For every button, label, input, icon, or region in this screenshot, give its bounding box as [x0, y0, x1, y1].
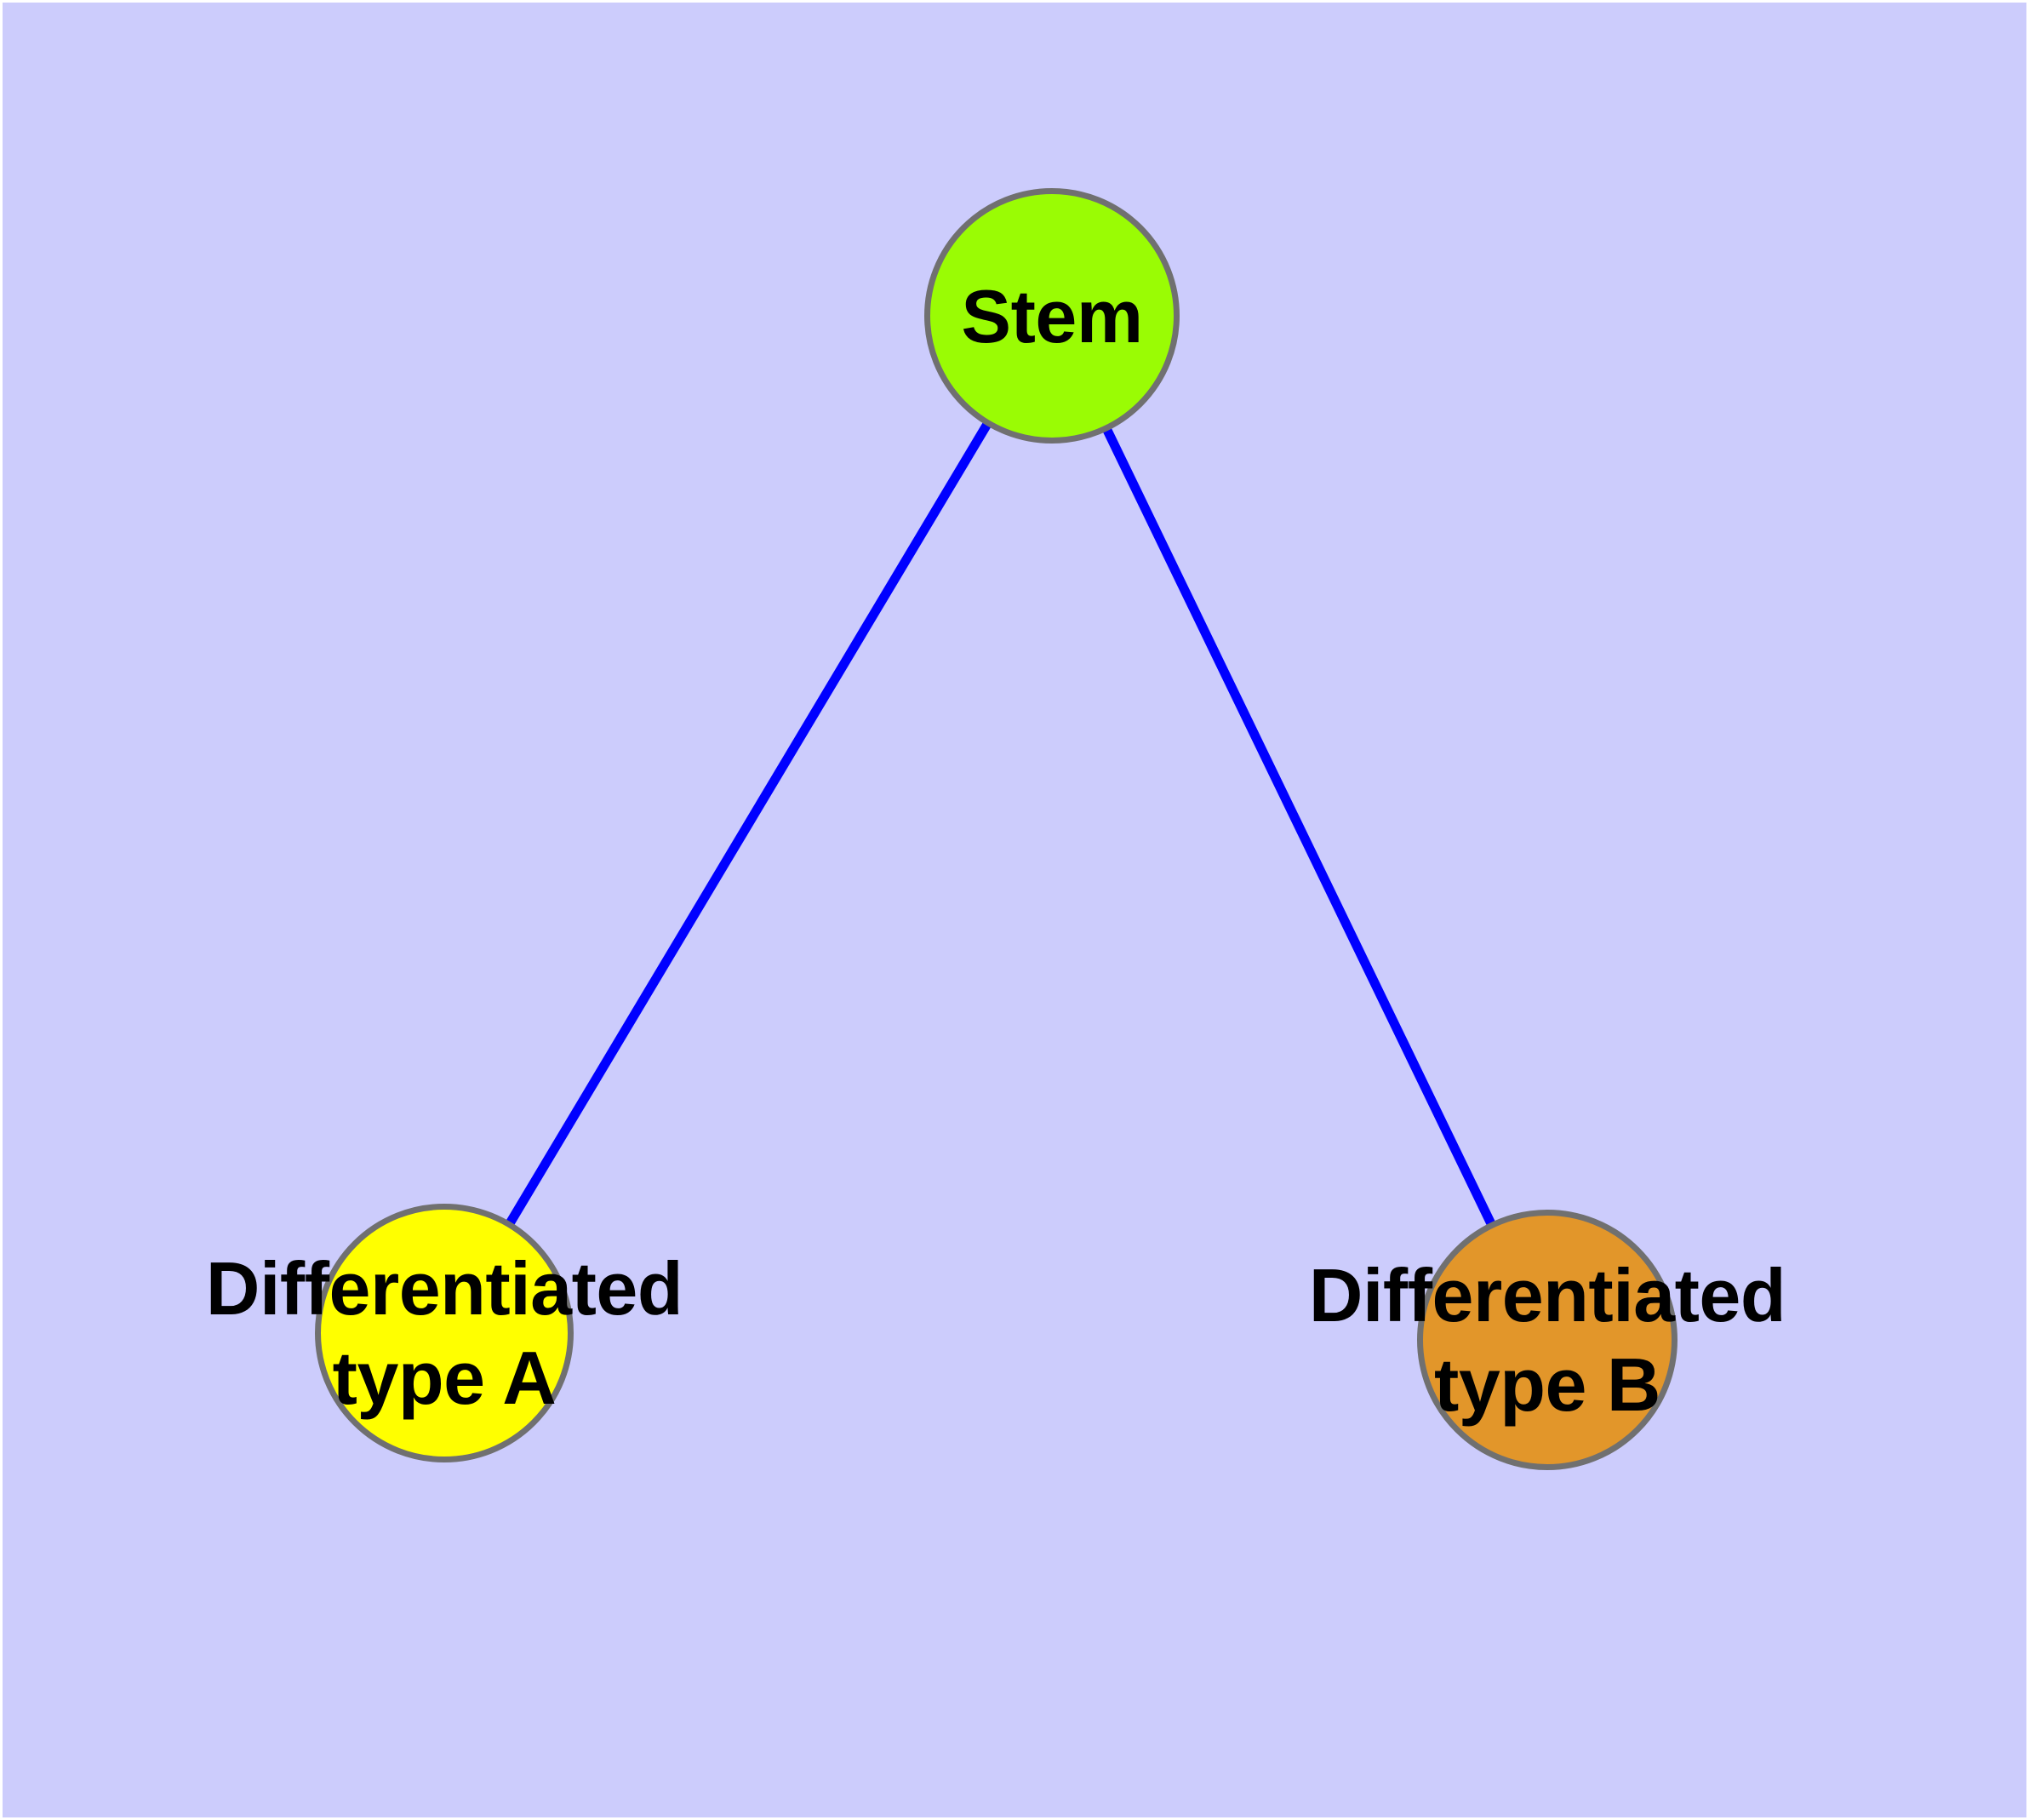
- node-stem-circle[interactable]: [924, 188, 1180, 444]
- node-stem-label: Stem: [961, 273, 1143, 358]
- node-differentiated-type-a-label: Differentiated type A: [205, 1246, 683, 1420]
- node-differentiated-type-a-circle[interactable]: [315, 1204, 574, 1462]
- node-differentiated-type-b-label: Differentiated type B: [1308, 1253, 1786, 1427]
- edge-stem-to-differentiated-type-a: [440, 313, 1056, 1336]
- edge-stem-to-differentiated-type-b: [1048, 313, 1552, 1342]
- node-differentiated-type-b-circle[interactable]: [1417, 1210, 1677, 1470]
